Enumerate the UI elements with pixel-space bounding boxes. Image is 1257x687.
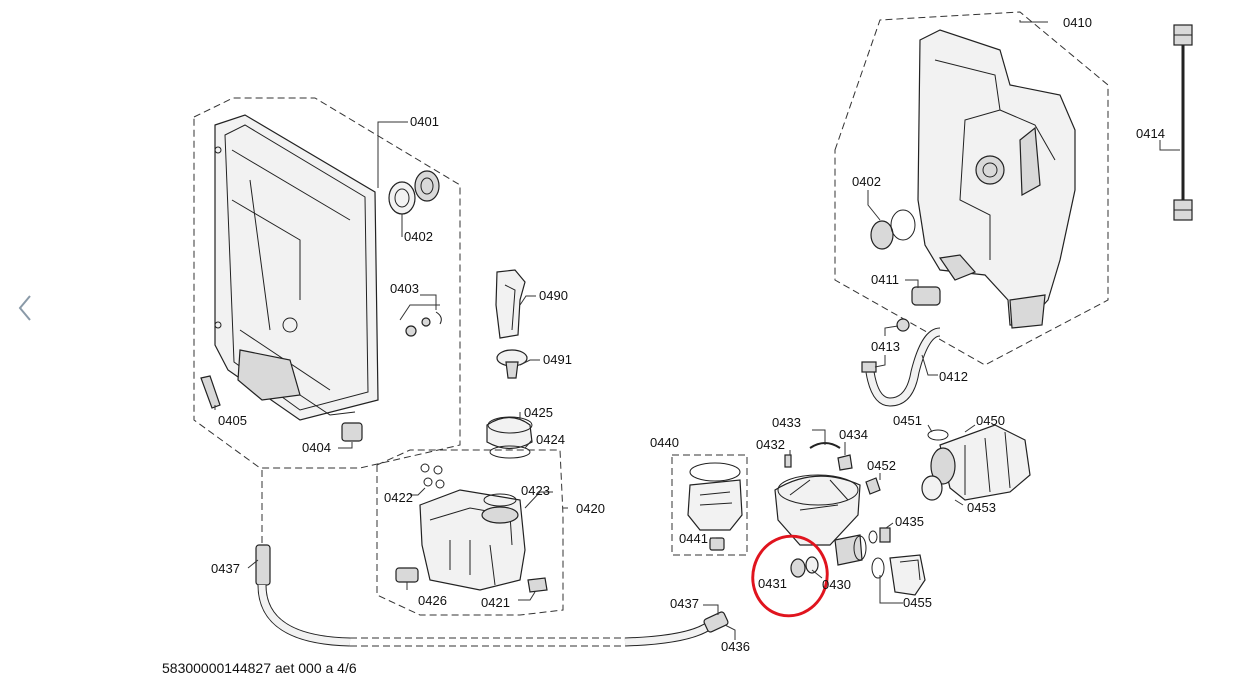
- part-label[interactable]: 0405: [218, 413, 247, 428]
- part-label[interactable]: 0430: [822, 577, 851, 592]
- part-label[interactable]: 0452: [867, 458, 896, 473]
- part-label[interactable]: 0403: [390, 281, 419, 296]
- part-label[interactable]: 0490: [539, 288, 568, 303]
- parts-0425-0424: [486, 412, 533, 459]
- highlight-circle: [751, 534, 829, 618]
- part-label[interactable]: 0432: [756, 437, 785, 452]
- part-label[interactable]: 0450: [976, 413, 1005, 428]
- part-label[interactable]: 0420: [576, 501, 605, 516]
- pump-0450-group: [921, 424, 1031, 506]
- part-label[interactable]: 0421: [481, 595, 510, 610]
- part-label[interactable]: 0434: [839, 427, 868, 442]
- part-label[interactable]: 0491: [543, 352, 572, 367]
- part-label[interactable]: 0412: [939, 369, 968, 384]
- assembly-0440-group: [671, 454, 748, 556]
- part-label[interactable]: 0433: [772, 415, 801, 430]
- part-label[interactable]: 0440: [650, 435, 679, 450]
- part-label[interactable]: 0436: [721, 639, 750, 654]
- part-label[interactable]: 0411: [871, 272, 899, 287]
- chevron-left-icon[interactable]: [12, 290, 40, 326]
- part-label[interactable]: 0414: [1136, 126, 1165, 141]
- cable-0414: [1159, 24, 1193, 221]
- part-label[interactable]: 0431: [758, 576, 787, 591]
- part-label[interactable]: 0425: [524, 405, 553, 420]
- drawing-reference: 58300000144827 aet 000 a 4/6: [162, 660, 357, 676]
- part-label[interactable]: 0422: [384, 490, 413, 505]
- part-label[interactable]: 0426: [418, 593, 447, 608]
- part-label[interactable]: 0423: [521, 483, 550, 498]
- part-label[interactable]: 0453: [967, 500, 996, 515]
- part-label[interactable]: 0437: [211, 561, 240, 576]
- part-label[interactable]: 0441: [679, 531, 708, 546]
- housing-0410-group: [834, 11, 1109, 407]
- part-label[interactable]: 0401: [410, 114, 439, 129]
- part-label[interactable]: 0402: [404, 229, 433, 244]
- part-label[interactable]: 0413: [871, 339, 900, 354]
- assembly-0420-group: [376, 449, 568, 616]
- part-label[interactable]: 0455: [903, 595, 932, 610]
- part-label[interactable]: 0435: [895, 514, 924, 529]
- part-label[interactable]: 0410: [1063, 15, 1092, 30]
- part-label[interactable]: 0402: [852, 174, 881, 189]
- panel-0401-group: [193, 97, 461, 469]
- part-label[interactable]: 0437: [670, 596, 699, 611]
- part-label[interactable]: 0451: [893, 413, 922, 428]
- parts-0435-0455: [868, 522, 926, 604]
- part-label[interactable]: 0404: [302, 440, 331, 455]
- parts-0490-0491: [495, 269, 540, 379]
- sump-0430-group: [774, 429, 881, 579]
- part-label[interactable]: 0424: [536, 432, 565, 447]
- drain-hoses: [247, 470, 736, 647]
